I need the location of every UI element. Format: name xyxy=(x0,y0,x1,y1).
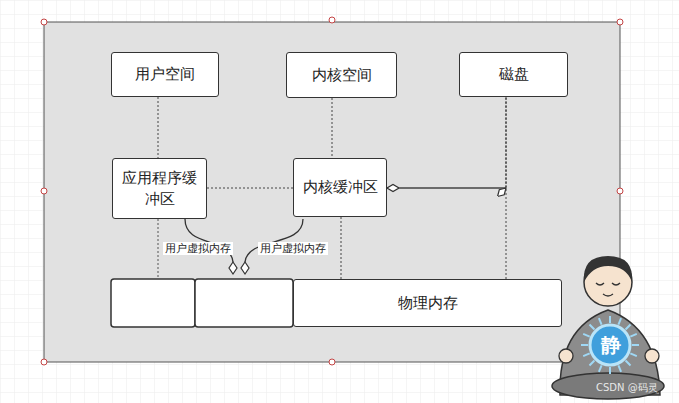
handle xyxy=(617,188,623,194)
mapping-curve xyxy=(185,219,233,262)
glow-rays xyxy=(581,316,639,374)
handle xyxy=(329,359,335,365)
eyes xyxy=(596,283,620,285)
diamond-head xyxy=(241,262,249,274)
glow-ray xyxy=(583,353,589,356)
glow-ray xyxy=(599,318,602,324)
dotted-guide xyxy=(158,219,159,279)
box-text: 用户空间 xyxy=(135,64,195,85)
connector xyxy=(387,97,506,188)
connector xyxy=(341,217,342,279)
mapping-curve xyxy=(245,219,303,262)
process-box: 内核空间 xyxy=(286,52,397,98)
handle xyxy=(41,359,47,365)
glow-ray xyxy=(632,344,639,346)
handle xyxy=(41,188,47,194)
glow-ray xyxy=(630,353,636,356)
glow-ray xyxy=(599,365,602,371)
connector xyxy=(207,188,293,189)
glow-ray xyxy=(630,334,636,337)
box-text: 物理内存 xyxy=(398,293,458,314)
glow-ray xyxy=(618,318,621,324)
glow-orb xyxy=(590,325,630,365)
process-box: 磁盘 xyxy=(459,52,568,97)
glow-ray xyxy=(609,316,611,323)
process-box: 内核缓冲区 xyxy=(293,158,387,217)
glow-ray xyxy=(618,365,621,371)
process-box: 物理内存 xyxy=(293,279,562,327)
glow-ray xyxy=(583,334,589,337)
memory-block xyxy=(111,279,195,327)
hand xyxy=(559,349,573,363)
process-box: 应用程序缓冲区 xyxy=(112,158,207,219)
glow-ray xyxy=(609,367,611,374)
connector xyxy=(332,98,333,158)
legs xyxy=(552,373,664,399)
handle xyxy=(617,19,623,25)
curve-label: 用户虚拟内存 xyxy=(163,242,233,255)
selection-handles xyxy=(41,17,623,365)
box-text: 磁盘 xyxy=(499,64,529,85)
glow-ray xyxy=(581,344,588,346)
watermark: CSDN @码灵 xyxy=(594,382,660,394)
glow-ray xyxy=(589,361,594,366)
canvas-frame xyxy=(44,22,620,362)
connector xyxy=(158,97,159,158)
box-text: 内核缓冲区 xyxy=(303,177,378,198)
memory-block xyxy=(195,279,293,327)
curve-label: 用户虚拟内存 xyxy=(258,242,328,255)
connector xyxy=(506,97,507,279)
handle xyxy=(329,17,335,23)
diamond-head xyxy=(229,262,237,274)
hand xyxy=(645,349,659,363)
handle xyxy=(41,19,47,25)
emblem-character: 静 xyxy=(599,333,623,357)
hair xyxy=(584,256,632,282)
glow-ray xyxy=(626,361,631,366)
glow-ray xyxy=(626,324,631,329)
box-text: 内核空间 xyxy=(312,65,372,86)
process-box: 用户空间 xyxy=(111,52,219,97)
meditating-figure xyxy=(552,256,664,399)
glow-ray xyxy=(589,324,594,329)
mouth xyxy=(603,294,613,296)
box-text: 应用程序缓冲区 xyxy=(119,168,200,210)
